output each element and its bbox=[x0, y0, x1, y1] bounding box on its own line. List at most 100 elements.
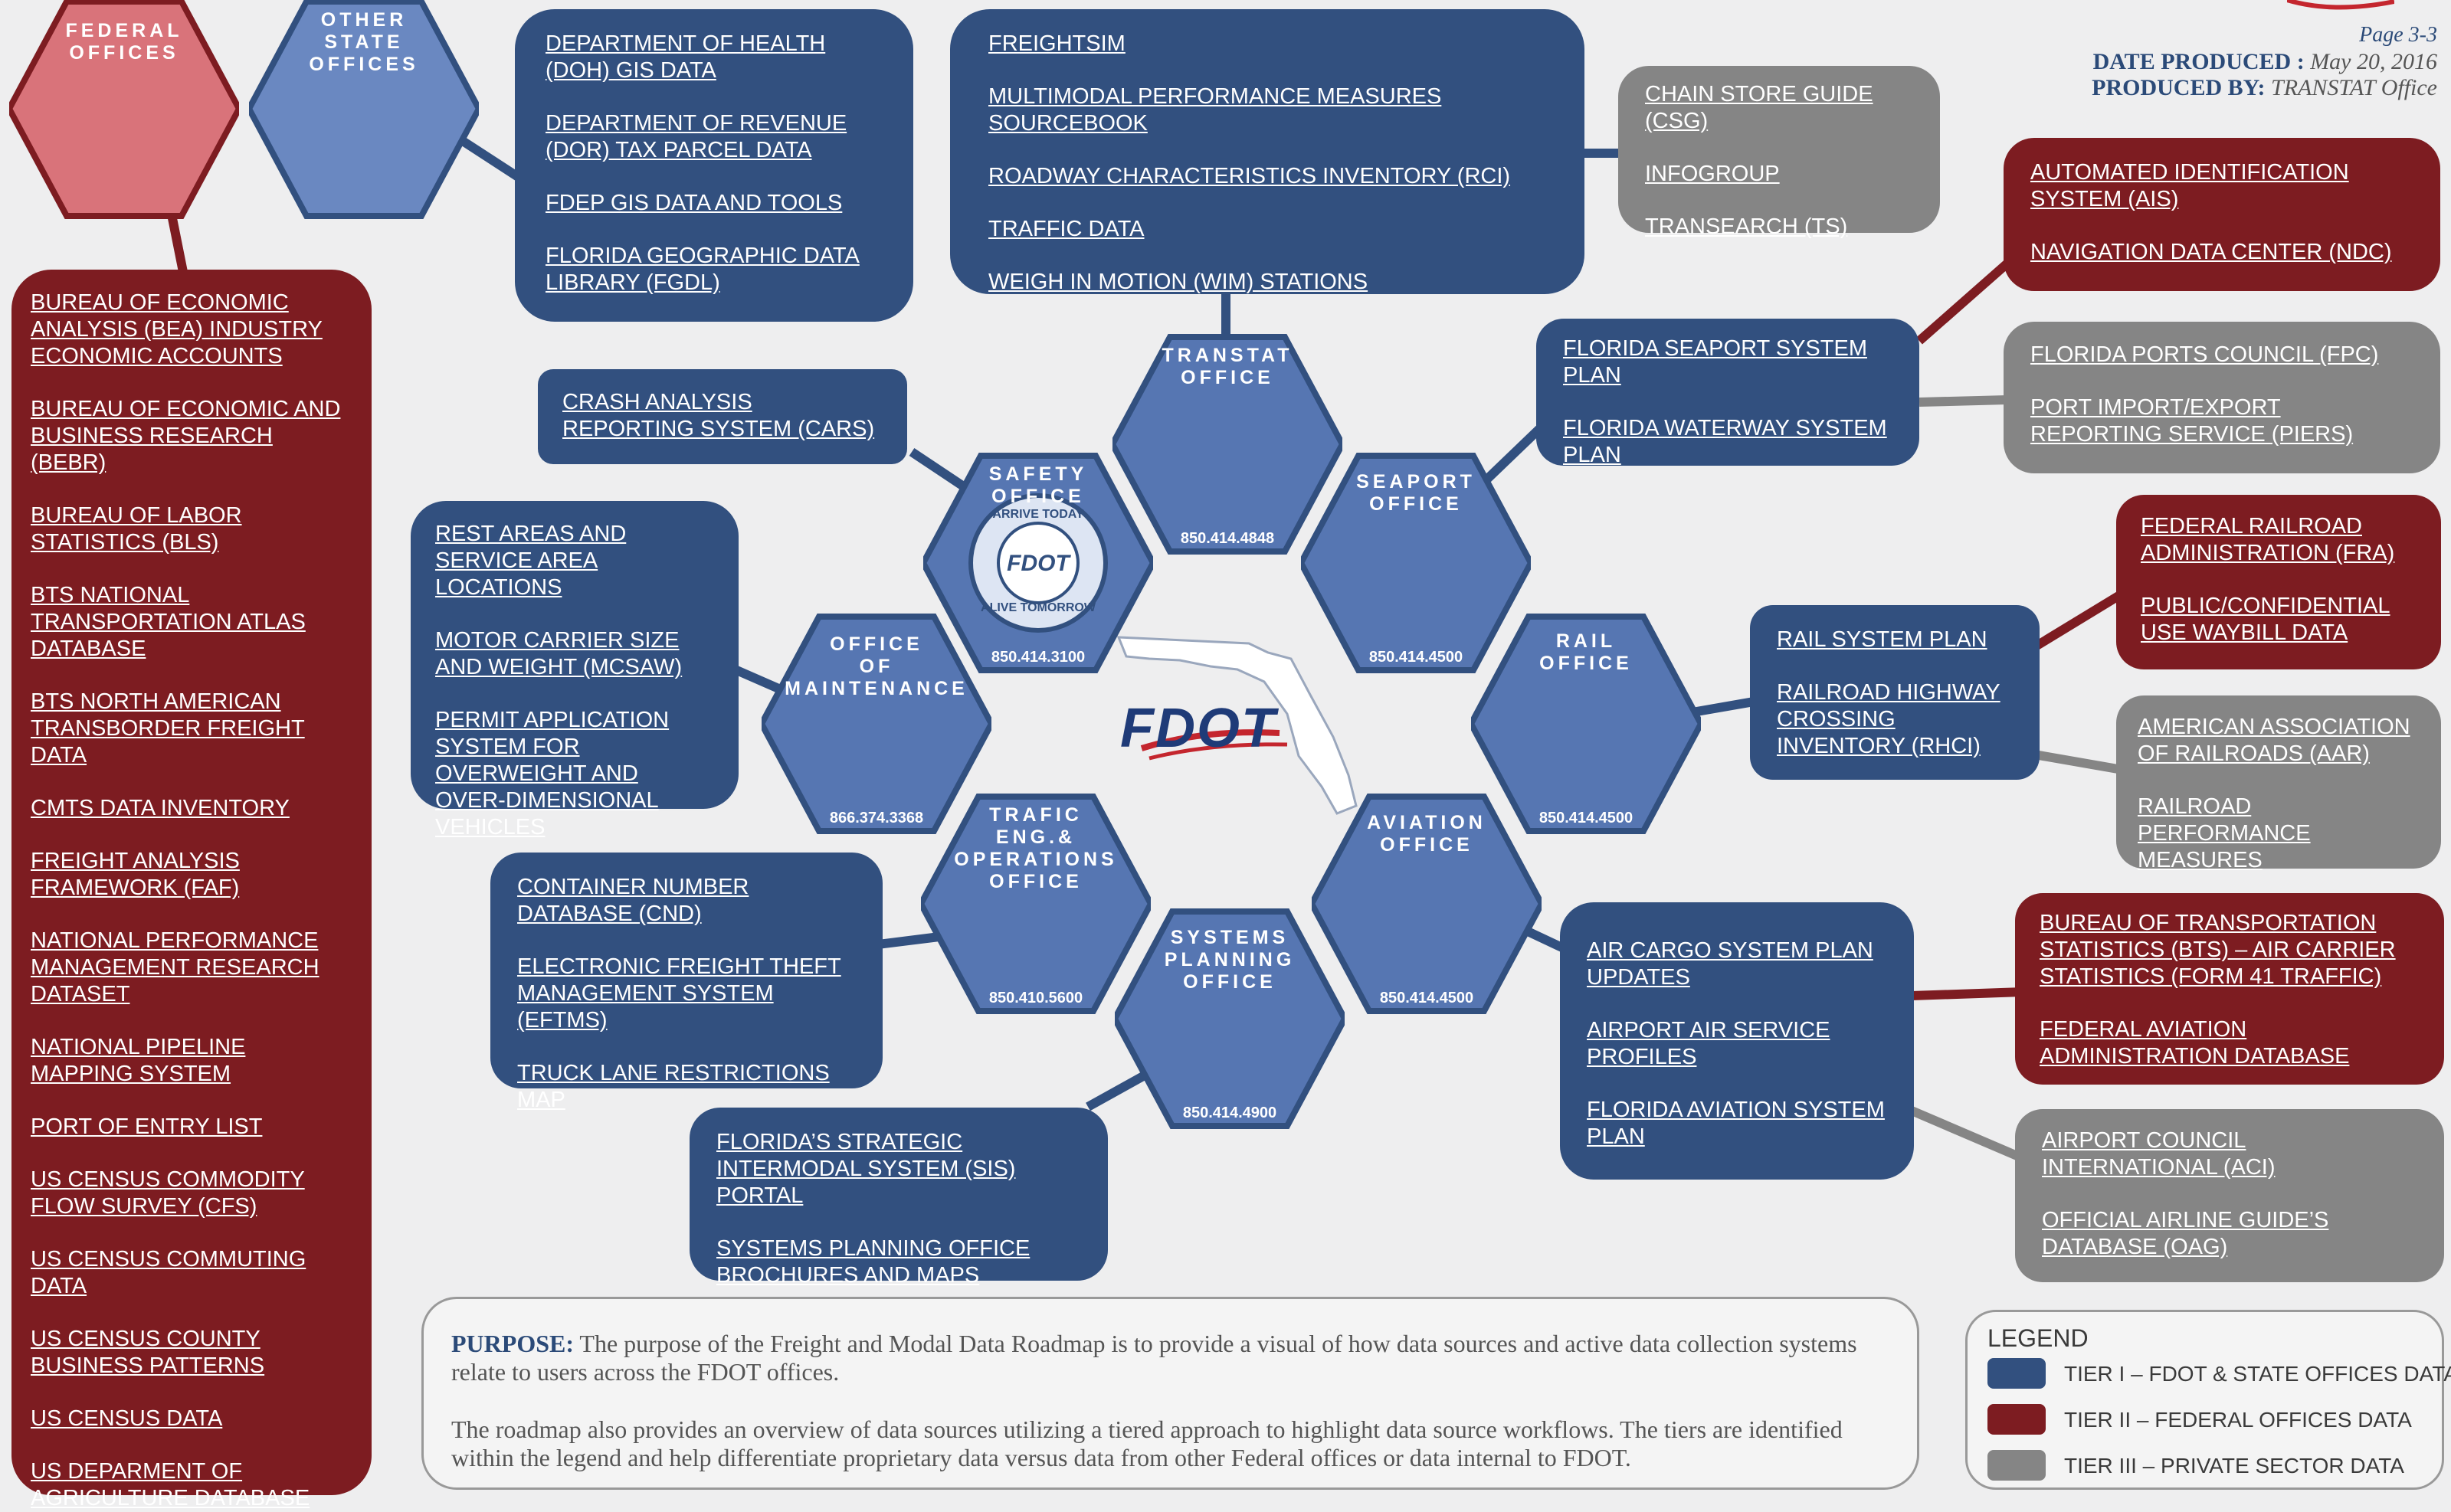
data-link[interactable]: SYSTEMS PLANNING OFFICE BROCHURES AND MA… bbox=[716, 1236, 1031, 1288]
aviation-private-box: AIRPORT COUNCIL INTERNATIONAL (ACI) OFFI… bbox=[2015, 1109, 2444, 1282]
safety-emblem-top: ARRIVE TODAY bbox=[992, 508, 1084, 521]
traffic-data-box: CONTAINER NUMBER DATABASE (CND) ELECTRON… bbox=[490, 853, 883, 1112]
data-link[interactable]: TRUCK LANE RESTRICTIONS MAP bbox=[517, 1061, 830, 1112]
data-link[interactable]: BUREAU OF ECONOMIC AND BUSINESS RESEARCH… bbox=[31, 397, 341, 475]
office-hex-federal[interactable]: FEDERAL OFFICES bbox=[9, 0, 239, 224]
legend-item: TIER III – PRIVATE SECTOR DATA bbox=[1987, 1450, 2432, 1481]
state-data-box: DEPARTMENT OF HEALTH (DOH) GIS DATA DEPA… bbox=[515, 9, 913, 322]
data-link[interactable]: FLORIDA WATERWAY SYSTEM PLAN bbox=[1563, 416, 1887, 467]
legend-label: TIER III – PRIVATE SECTOR DATA bbox=[2064, 1454, 2404, 1478]
data-link[interactable]: ROADWAY CHARACTERISTICS INVENTORY (RCI) bbox=[988, 164, 1511, 188]
office-label: TRAFIC ENG.& OPERATIONS OFFICE bbox=[954, 804, 1118, 892]
office-label: TRANSTAT OFFICE bbox=[1162, 345, 1293, 388]
office-hex-rail[interactable]: RAIL OFFICE 850.414.4500 bbox=[1471, 609, 1701, 839]
data-link[interactable]: BUREAU OF TRANSPORTATION STATISTICS (BTS… bbox=[2040, 911, 2396, 989]
office-hex-seaport[interactable]: SEAPORT OFFICE 850.414.4500 bbox=[1301, 448, 1531, 678]
data-link[interactable]: FLORIDA SEAPORT SYSTEM PLAN bbox=[1563, 336, 1867, 388]
data-link[interactable]: AIRPORT COUNCIL INTERNATIONAL (ACI) bbox=[2042, 1128, 2276, 1180]
data-link[interactable]: US CENSUS COMMODITY FLOW SURVEY (CFS) bbox=[31, 1167, 305, 1219]
transtat-data-box: FREIGHTSIM MULTIMODAL PERFORMANCE MEASUR… bbox=[950, 9, 1584, 294]
legend-label: TIER II – FEDERAL OFFICES DATA bbox=[2064, 1408, 2412, 1432]
office-label: OFFICE OF MAINTENANCE bbox=[785, 633, 968, 699]
data-link[interactable]: AUTOMATED IDENTIFICATION SYSTEM (AIS) bbox=[2030, 160, 2349, 211]
legend-swatch bbox=[1987, 1358, 2046, 1389]
office-phone: 850.414.4900 bbox=[1182, 1105, 1277, 1121]
data-link[interactable]: PORT OF ENTRY LIST bbox=[31, 1114, 263, 1139]
federal-data-box: BUREAU OF ECONOMIC ANALYSIS (BEA) INDUST… bbox=[11, 270, 372, 1510]
office-label: FEDERAL OFFICES bbox=[65, 20, 183, 64]
data-link[interactable]: US CENSUS COMMUTING DATA bbox=[31, 1247, 306, 1298]
data-link[interactable]: ELECTRONIC FREIGHT THEFT MANAGEMENT SYST… bbox=[517, 954, 841, 1033]
data-link[interactable]: BUREAU OF LABOR STATISTICS (BLS) bbox=[31, 503, 242, 555]
data-link[interactable]: CMTS DATA INVENTORY bbox=[31, 796, 290, 820]
office-hex-aviation[interactable]: AVIATION OFFICE 850.414.4500 bbox=[1312, 789, 1542, 1019]
office-label: RAIL OFFICE bbox=[1539, 630, 1633, 674]
data-link[interactable]: RAILROAD HIGHWAY CROSSING INVENTORY (RHC… bbox=[1777, 680, 2000, 758]
office-hex-safety[interactable]: ARRIVE TODAY FDOT ALIVE TOMORROW SAFETY … bbox=[923, 448, 1153, 678]
purpose-text-1-body: The purpose of the Freight and Modal Dat… bbox=[451, 1330, 1857, 1386]
data-link[interactable]: FREIGHT ANALYSIS FRAMEWORK (FAF) bbox=[31, 849, 240, 900]
data-link[interactable]: WEIGH IN MOTION (WIM) STATIONS bbox=[988, 270, 1368, 294]
data-link[interactable]: AMERICAN ASSOCIATION OF RAILROADS (AAR) bbox=[2138, 715, 2410, 766]
data-link[interactable]: FEDERAL AVIATION ADMINISTRATION DATABASE bbox=[2040, 1017, 2350, 1069]
data-link[interactable]: BTS NATIONAL TRANSPORTATION ATLAS DATABA… bbox=[31, 583, 306, 661]
produced-by: PRODUCED BY: TRANSTAT Office bbox=[2092, 75, 2437, 101]
data-link[interactable]: DEPARTMENT OF HEALTH (DOH) GIS DATA bbox=[546, 31, 826, 83]
data-link[interactable]: RAIL SYSTEM PLAN bbox=[1777, 627, 1987, 652]
data-link[interactable]: MULTIMODAL PERFORMANCE MEASURES SOURCEBO… bbox=[988, 84, 1442, 136]
safety-emblem-logo: FDOT bbox=[1007, 551, 1070, 576]
legend-panel: LEGEND TIER I – FDOT & STATE OFFICES DAT… bbox=[1965, 1310, 2451, 1490]
safety-emblem-bottom: ALIVE TOMORROW bbox=[981, 601, 1096, 614]
systems-data-box: FLORIDA’S STRATEGIC INTERMODAL SYSTEM (S… bbox=[690, 1108, 1108, 1288]
data-link[interactable]: BUREAU OF ECONOMIC ANALYSIS (BEA) INDUST… bbox=[31, 290, 323, 368]
legend-swatch bbox=[1987, 1404, 2046, 1435]
data-link[interactable]: DEPARTMENT OF REVENUE (DOR) TAX PARCEL D… bbox=[546, 111, 847, 162]
data-link[interactable]: BTS NORTH AMERICAN TRANSBORDER FREIGHT D… bbox=[31, 689, 305, 767]
data-link[interactable]: RAILROAD PERFORMANCE MEASURES bbox=[2138, 794, 2311, 872]
data-link[interactable]: REST AREAS AND SERVICE AREA LOCATIONS bbox=[435, 522, 627, 600]
data-link[interactable]: US CENSUS DATA bbox=[31, 1406, 223, 1431]
data-link[interactable]: FEDERAL RAILROAD ADMINISTRATION (FRA) bbox=[2141, 514, 2395, 565]
data-link[interactable]: US CENSUS COUNTY BUSINESS PATTERNS bbox=[31, 1327, 265, 1378]
office-hex-maintenance[interactable]: OFFICE OF MAINTENANCE 866.374.3368 bbox=[762, 609, 991, 839]
data-link[interactable]: US DEPARMENT OF AGRICULTURE DATABASE bbox=[31, 1459, 310, 1510]
office-hex-other-state[interactable]: OTHER STATE OFFICES bbox=[249, 0, 479, 224]
data-link[interactable]: NATIONAL PERFORMANCE MANAGEMENT RESEARCH… bbox=[31, 928, 319, 1006]
data-link[interactable]: PORT IMPORT/EXPORT REPORTING SERVICE (PI… bbox=[2030, 395, 2354, 447]
data-link[interactable]: FREIGHTSIM bbox=[988, 31, 1126, 56]
date-value: May 20, 2016 bbox=[2310, 49, 2437, 74]
aviation-federal-box: BUREAU OF TRANSPORTATION STATISTICS (BTS… bbox=[2015, 893, 2444, 1085]
office-hex-traffic[interactable]: TRAFIC ENG.& OPERATIONS OFFICE 850.410.5… bbox=[921, 789, 1151, 1019]
legend-label: TIER I – FDOT & STATE OFFICES DATA bbox=[2064, 1362, 2451, 1386]
office-phone: 850.414.4500 bbox=[1538, 810, 1633, 826]
office-hex-transtat[interactable]: TRANSTAT OFFICE 850.414.4848 bbox=[1112, 329, 1342, 559]
data-link[interactable]: FLORIDA GEOGRAPHIC DATA LIBRARY (FGDL) bbox=[546, 244, 860, 295]
data-link[interactable]: FLORIDA AVIATION SYSTEM PLAN bbox=[1587, 1098, 1885, 1149]
data-link[interactable]: TRANSEARCH (TS) bbox=[1645, 214, 1848, 239]
data-link[interactable]: TRAFFIC DATA bbox=[988, 217, 1145, 241]
office-hex-systems[interactable]: SYSTEMS PLANNING OFFICE 850.414.4900 bbox=[1115, 904, 1345, 1134]
seaport-private-box: FLORIDA PORTS COUNCIL (FPC) PORT IMPORT/… bbox=[2004, 322, 2440, 473]
rail-private-box: AMERICAN ASSOCIATION OF RAILROADS (AAR) … bbox=[2116, 695, 2441, 872]
data-link[interactable]: CONTAINER NUMBER DATABASE (CND) bbox=[517, 875, 749, 926]
legend-title: LEGEND bbox=[1987, 1324, 2089, 1352]
date-produced: DATE PRODUCED : May 20, 2016 bbox=[2093, 49, 2437, 75]
data-link[interactable]: FDEP GIS DATA AND TOOLS bbox=[546, 191, 843, 215]
purpose-label: PURPOSE: bbox=[451, 1330, 574, 1357]
data-link[interactable]: OFFICIAL AIRLINE GUIDE’S DATABASE (OAG) bbox=[2042, 1208, 2329, 1259]
data-link[interactable]: FLORIDA PORTS COUNCIL (FPC) bbox=[2030, 342, 2379, 367]
data-link[interactable]: NATIONAL PIPELINE MAPPING SYSTEM bbox=[31, 1035, 246, 1086]
office-phone: 850.414.3100 bbox=[991, 649, 1086, 666]
data-link[interactable]: FLORIDA’S STRATEGIC INTERMODAL SYSTEM (S… bbox=[716, 1130, 1016, 1208]
data-link[interactable]: NAVIGATION DATA CENTER (NDC) bbox=[2030, 240, 2392, 264]
data-link[interactable]: CRASH ANALYSIS REPORTING SYSTEM (CARS) bbox=[562, 390, 875, 441]
office-label: AVIATION OFFICE bbox=[1367, 812, 1486, 856]
data-link[interactable]: INFOGROUP bbox=[1645, 162, 1780, 186]
office-label: OTHER STATE OFFICES bbox=[309, 9, 419, 75]
data-link[interactable]: MOTOR CARRIER SIZE AND WEIGHT (MCSAW) bbox=[435, 628, 683, 679]
data-link[interactable]: AIR CARGO SYSTEM PLAN UPDATES bbox=[1587, 938, 1873, 990]
data-link[interactable]: PUBLIC/CONFIDENTIAL USE WAYBILL DATA bbox=[2141, 594, 2390, 645]
data-link[interactable]: PERMIT APPLICATION SYSTEM FOR OVERWEIGHT… bbox=[435, 708, 670, 839]
data-link[interactable]: CHAIN STORE GUIDE (CSG) bbox=[1645, 82, 1873, 133]
data-link[interactable]: AIRPORT AIR SERVICE PROFILES bbox=[1587, 1018, 1830, 1069]
